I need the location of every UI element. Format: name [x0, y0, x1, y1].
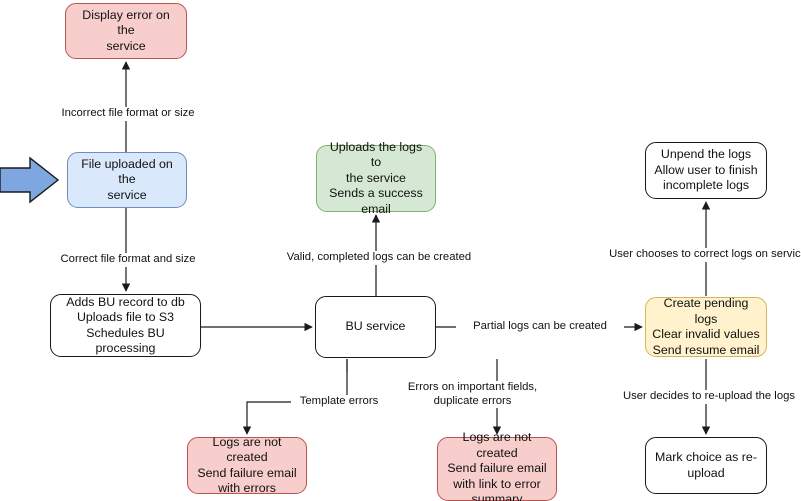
node-bu-service[interactable]: BU service: [315, 296, 436, 358]
edge-label-template-errors: Template errors: [291, 395, 387, 409]
edge-label-partial-logs: Partial logs can be created: [456, 320, 624, 334]
node-uploads-logs[interactable]: Uploads the logs to the service Sends a …: [316, 140, 436, 216]
edge-label-important-field-errors: Errors on important fields, duplicate er…: [393, 381, 552, 408]
edge-label-valid-logs: Valid, completed logs can be created: [281, 251, 477, 265]
node-logs-not-created-errors[interactable]: Logs are not created Send failure email …: [187, 435, 307, 495]
node-adds-bu-record[interactable]: Adds BU record to db Uploads file to S3 …: [50, 294, 201, 357]
edge-label-incorrect-format: Incorrect file format or size: [56, 107, 200, 121]
node-logs-not-created-summary[interactable]: Logs are not created Send failure email …: [437, 430, 557, 501]
node-display-error[interactable]: Display error on the service: [65, 3, 187, 59]
node-create-pending-logs[interactable]: Create pending logs Clear invalid values…: [645, 296, 767, 357]
block-arrow-right-icon: [0, 156, 60, 204]
node-file-uploaded[interactable]: File uploaded on the service: [67, 152, 187, 208]
node-unpend-logs[interactable]: Unpend the logs Allow user to finish inc…: [645, 142, 767, 199]
edge-label-user-reuploads: User decides to re-upload the logs: [612, 390, 801, 404]
edge-label-correct-format: Correct file format and size: [56, 253, 200, 267]
edge-label-user-corrects: User chooses to correct logs on service: [601, 248, 801, 262]
node-mark-reupload[interactable]: Mark choice as re- upload: [645, 437, 767, 494]
